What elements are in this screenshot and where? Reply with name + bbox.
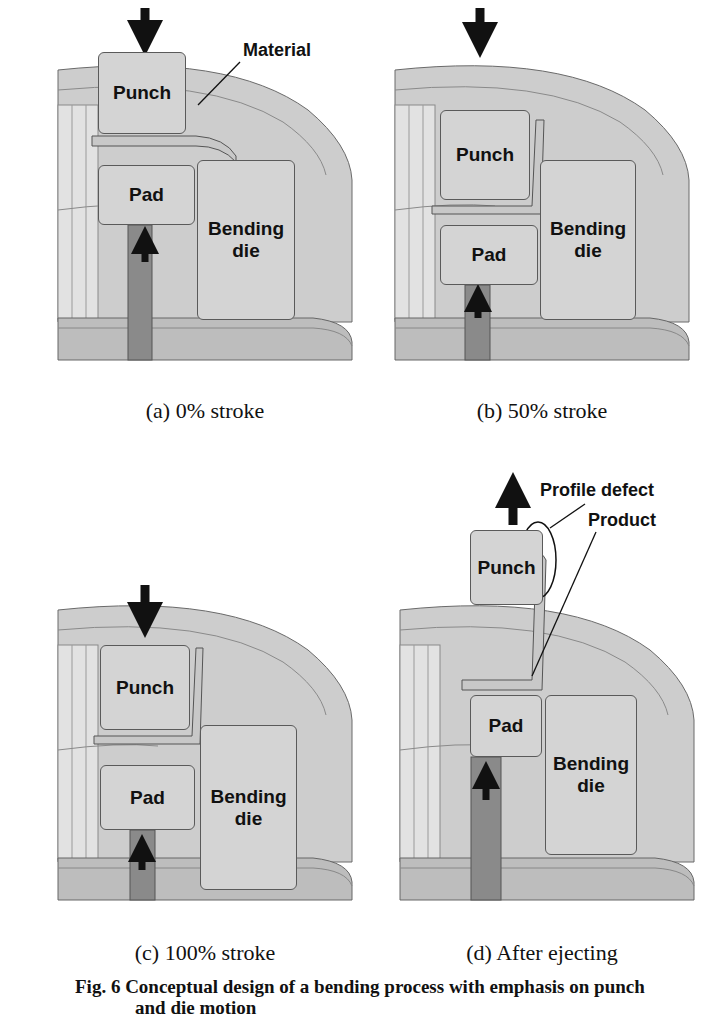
callout-label: Material (243, 40, 311, 61)
part-name: Pad (472, 244, 507, 266)
part-name: Punch (456, 144, 514, 166)
tool-part: Pad (440, 225, 538, 285)
part-name: Bending die (547, 218, 629, 262)
panel-caption: (d) After ejecting (466, 940, 618, 966)
callout-label: Profile defect (540, 480, 654, 501)
panel-caption: (c) 100% stroke (135, 940, 276, 966)
tool-part: Pad (470, 695, 542, 757)
part-name: Pad (489, 715, 524, 737)
tool-part: Punch (98, 52, 186, 134)
tool-part: Punch (440, 110, 530, 200)
panel-caption: (b) 50% stroke (477, 398, 608, 424)
tool-part: Punch (470, 530, 543, 605)
tool-part: Bending die (197, 160, 295, 320)
tool-part: Punch (100, 645, 190, 730)
part-name: Punch (477, 557, 535, 579)
part-name: Pad (129, 184, 164, 206)
part-name: Pad (130, 787, 165, 809)
panel-caption: (a) 0% stroke (146, 398, 265, 424)
tool-part: Bending die (540, 160, 636, 320)
tool-part: Bending die (545, 695, 637, 855)
tool-part: Pad (100, 765, 195, 830)
tool-part: Bending die (200, 725, 297, 890)
part-name: Bending die (552, 753, 630, 797)
figure-caption: Fig. 6 Conceptual design of a bending pr… (75, 976, 675, 1018)
part-name: Punch (116, 677, 174, 699)
part-name: Punch (113, 82, 171, 104)
tool-part: Pad (98, 165, 195, 225)
part-name: Bending die (207, 786, 290, 830)
callout-label: Product (588, 510, 656, 531)
part-name: Bending die (204, 218, 288, 262)
